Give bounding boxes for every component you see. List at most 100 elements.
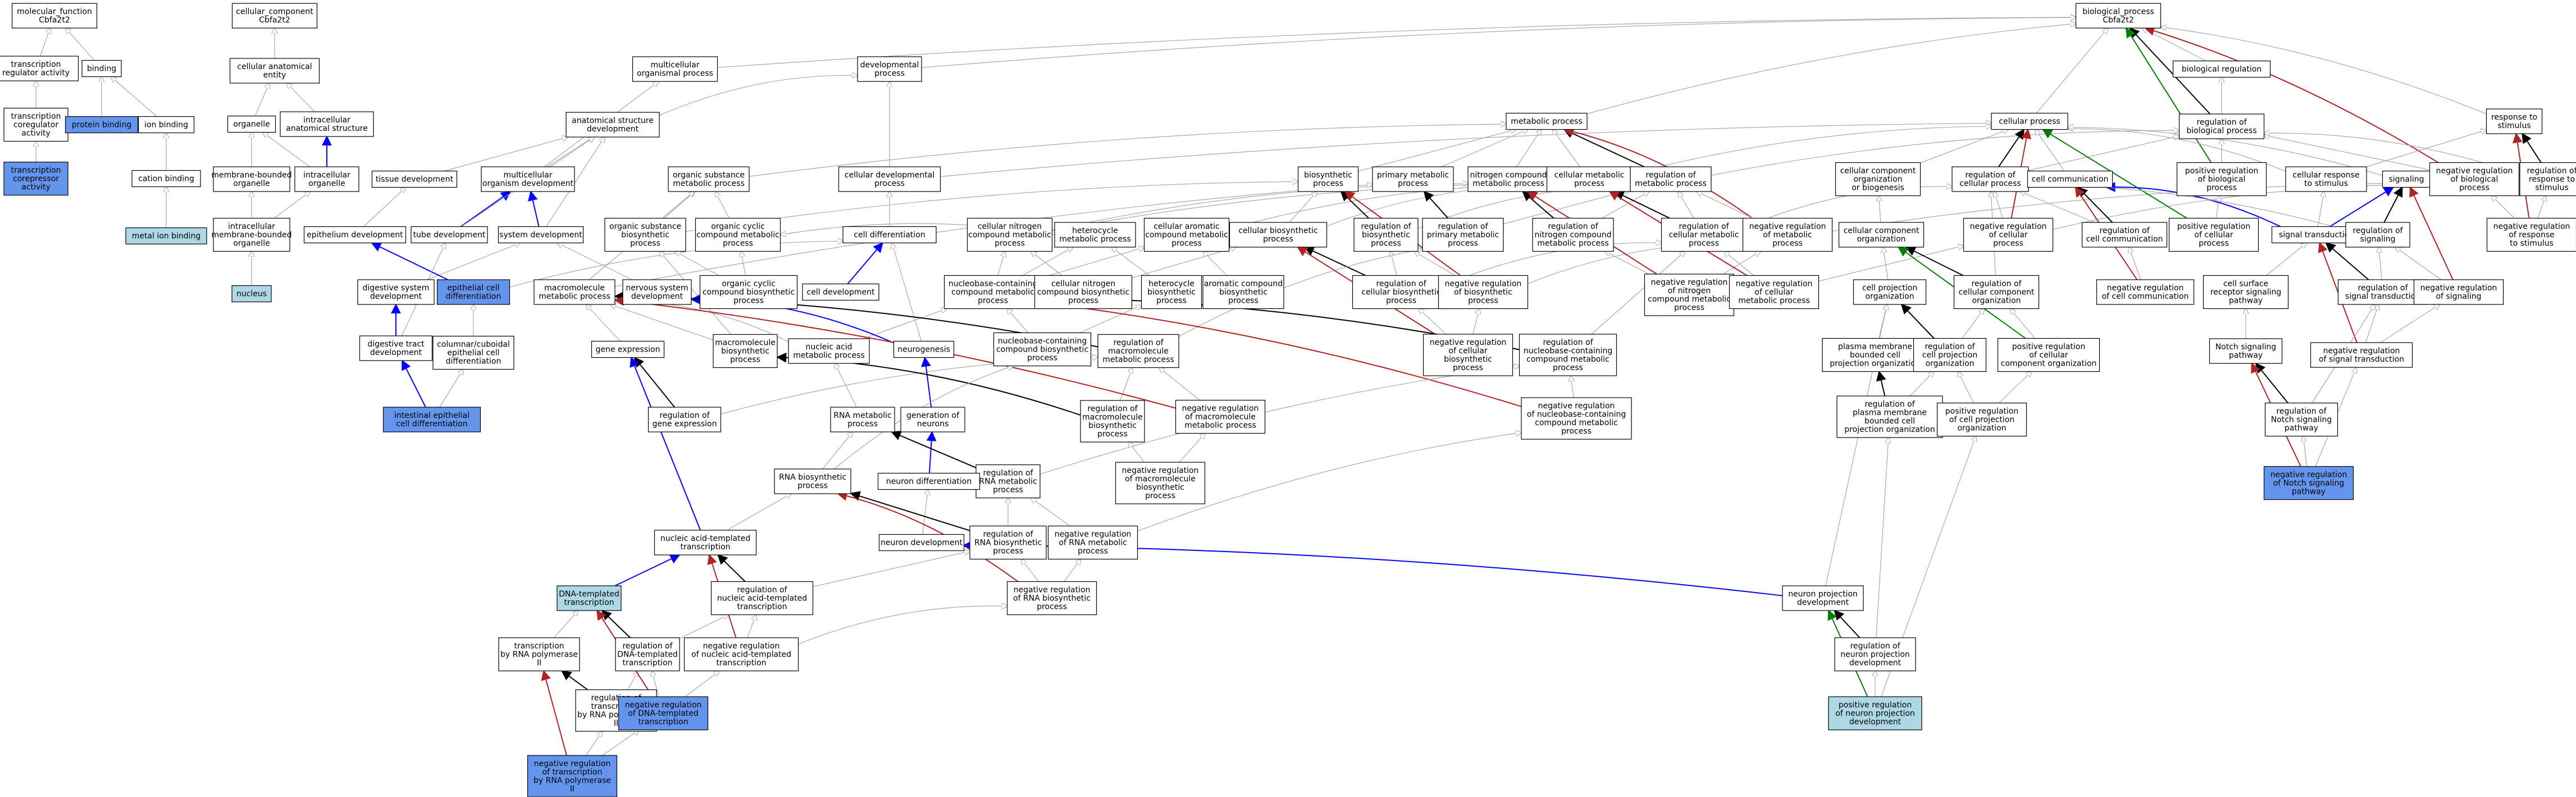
go-term-node-organelle[interactable]: organelle: [227, 115, 276, 133]
go-term-node-tissue-dev[interactable]: tissue development: [371, 170, 458, 188]
go-term-node-neuron-diff[interactable]: neuron differentiation: [877, 472, 981, 490]
go-term-node-neurogenesis[interactable]: neurogenesis: [893, 340, 955, 358]
go-term-node-cell-comm[interactable]: cell communication: [2027, 170, 2113, 188]
go-term-node-gene-expr[interactable]: gene expression: [591, 340, 665, 358]
go-term-node-nucleus[interactable]: nucleus: [231, 285, 272, 303]
go-term-node-cell-diff[interactable]: cell differentiation: [842, 226, 937, 244]
go-term-node-cation-binding[interactable]: cation binding: [131, 170, 201, 188]
go-term-node-protein-binding[interactable]: protein binding: [65, 116, 139, 134]
go-term-node-binding[interactable]: binding: [81, 60, 122, 78]
go-term-node-signaling[interactable]: signaling: [2382, 170, 2431, 188]
go-term-node-tube-dev[interactable]: tube development: [411, 226, 488, 244]
go-term-node-cellular-proc[interactable]: cellular process: [1991, 112, 2068, 130]
go-term-node-metabolic-proc[interactable]: metabolic process: [1506, 112, 1588, 130]
go-term-node-ion-binding[interactable]: ion binding: [138, 116, 195, 134]
go-term-node-cell-dev[interactable]: cell development: [802, 283, 879, 301]
go-term-node-system-dev[interactable]: system development: [498, 226, 584, 244]
go-term-node-epith-dev[interactable]: epithelium development: [303, 226, 407, 244]
